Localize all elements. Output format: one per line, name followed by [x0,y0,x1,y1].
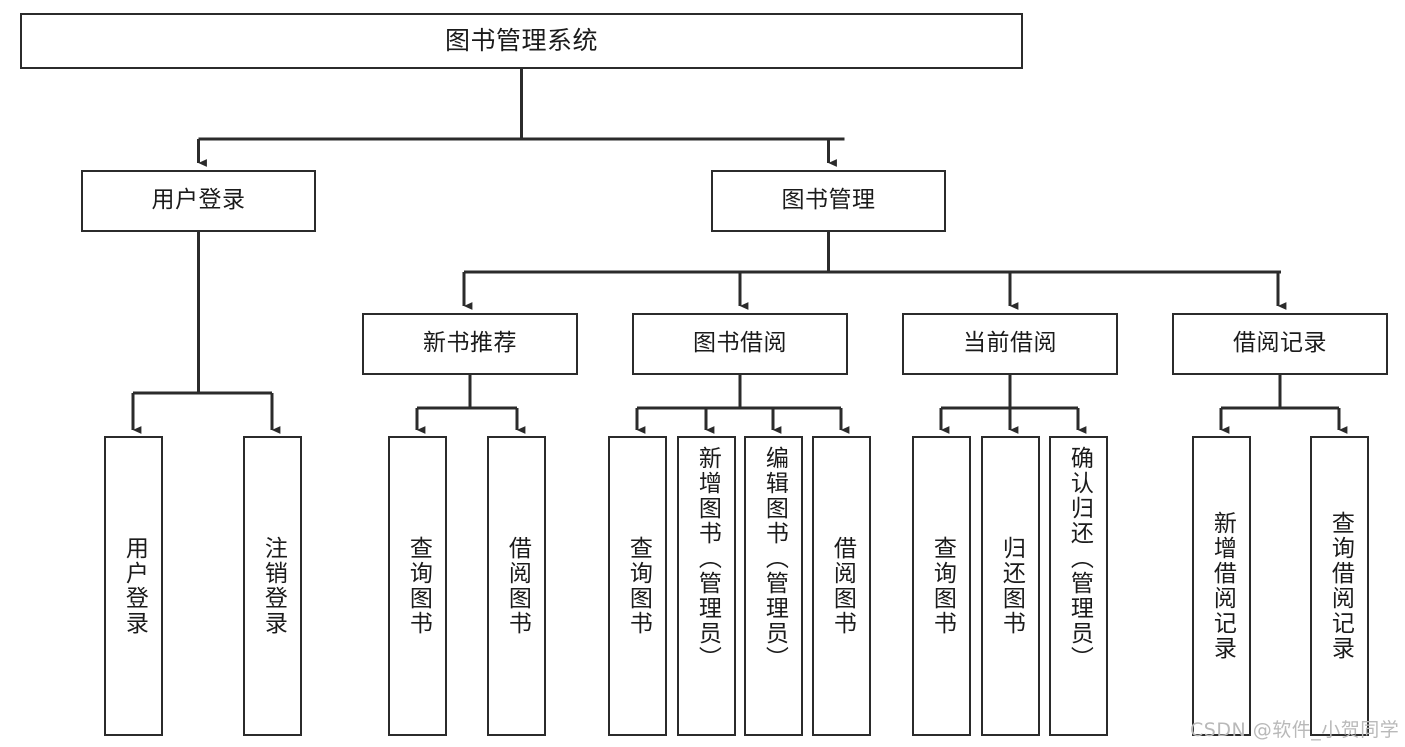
node-label: 图书管理系统 [444,26,598,56]
node-label: 查询图书 [405,536,432,636]
node-new-book-recommend[interactable]: 新书推荐 [362,313,578,375]
node-leaf-query-book-2[interactable]: 查询图书 [608,436,667,736]
node-label: 图书借阅 [693,330,787,357]
node-label: 借阅图书 [504,536,531,636]
node-label: 用户登录 [121,536,148,636]
node-leaf-user-logout[interactable]: 注销登录 [243,436,302,736]
node-label: 查询图书 [929,536,956,636]
node-leaf-query-book-3[interactable]: 查询图书 [912,436,971,736]
node-label: 确认归还（管理员） [1066,446,1093,671]
node-label: 编辑图书（管理员） [761,446,788,671]
node-book-manage[interactable]: 图书管理 [711,170,946,232]
node-label: 归还图书 [998,536,1025,636]
node-label: 图书管理 [781,187,876,214]
node-book-borrow[interactable]: 图书借阅 [632,313,848,375]
node-leaf-return-book[interactable]: 归还图书 [981,436,1040,736]
node-label: 借阅图书 [829,536,856,636]
node-root-system[interactable]: 图书管理系统 [20,13,1023,69]
node-leaf-query-record[interactable]: 查询借阅记录 [1310,436,1369,736]
node-label: 查询图书 [625,536,652,636]
node-label: 新增图书（管理员） [694,446,721,671]
node-leaf-borrow-book-1[interactable]: 借阅图书 [487,436,546,736]
node-label: 新书推荐 [423,330,517,357]
node-leaf-edit-book[interactable]: 编辑图书（管理员） [744,436,803,736]
node-leaf-borrow-book-2[interactable]: 借阅图书 [812,436,871,736]
node-label: 当前借阅 [963,330,1057,357]
node-leaf-user-login[interactable]: 用户登录 [104,436,163,736]
node-leaf-add-book[interactable]: 新增图书（管理员） [677,436,736,736]
node-leaf-confirm-return[interactable]: 确认归还（管理员） [1049,436,1108,736]
node-label: 用户登录 [151,187,246,214]
node-user-login[interactable]: 用户登录 [81,170,316,232]
node-label: 查询借阅记录 [1327,511,1354,661]
node-leaf-query-book-1[interactable]: 查询图书 [388,436,447,736]
node-label: 借阅记录 [1233,330,1327,357]
node-leaf-add-record[interactable]: 新增借阅记录 [1192,436,1251,736]
node-borrow-record[interactable]: 借阅记录 [1172,313,1388,375]
node-label: 新增借阅记录 [1209,511,1236,661]
node-label: 注销登录 [260,536,287,636]
node-current-borrow[interactable]: 当前借阅 [902,313,1118,375]
